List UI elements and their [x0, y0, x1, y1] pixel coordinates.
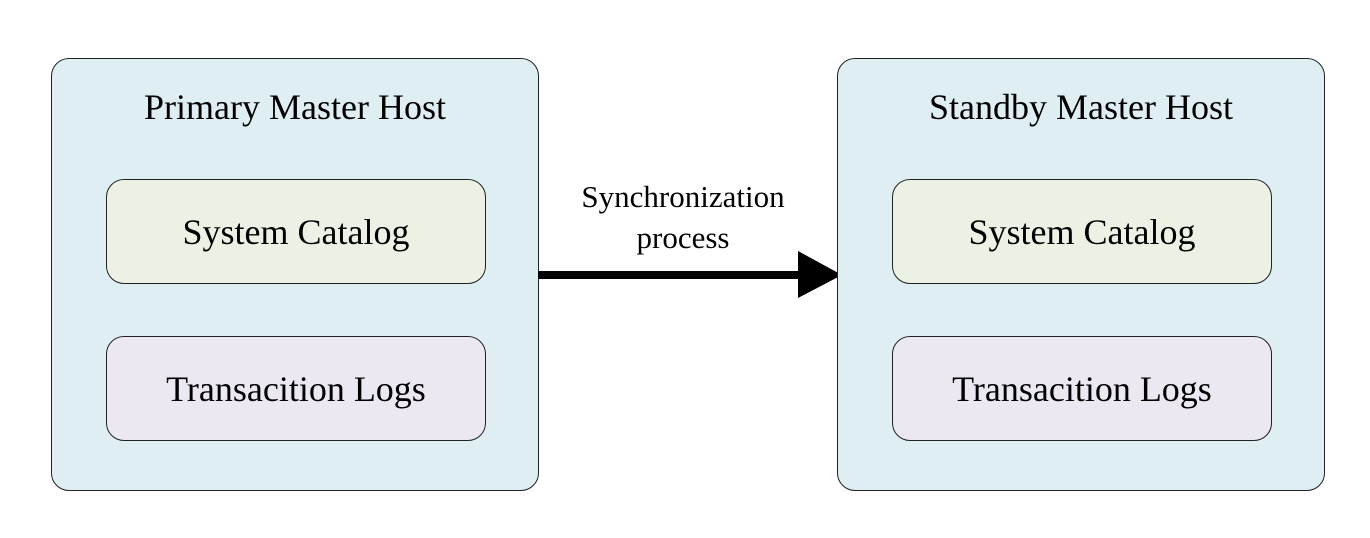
synchronization-label-line1: Synchronization	[581, 179, 785, 214]
standby-master-host: Standby Master Host System Catalog Trans…	[837, 58, 1325, 491]
primary-transaction-logs: Transacition Logs	[106, 336, 486, 441]
primary-system-catalog: System Catalog	[106, 179, 486, 284]
primary-master-host: Primary Master Host System Catalog Trans…	[51, 58, 539, 491]
standby-transaction-logs: Transacition Logs	[892, 336, 1272, 441]
synchronization-arrowhead	[798, 251, 842, 298]
synchronization-label-line2: process	[636, 220, 730, 255]
standby-system-catalog: System Catalog	[892, 179, 1272, 284]
synchronization-arrow	[538, 251, 842, 298]
primary-host-title: Primary Master Host	[144, 87, 446, 127]
standby-host-title: Standby Master Host	[929, 87, 1233, 127]
synchronization-label: Synchronization process	[540, 176, 826, 258]
